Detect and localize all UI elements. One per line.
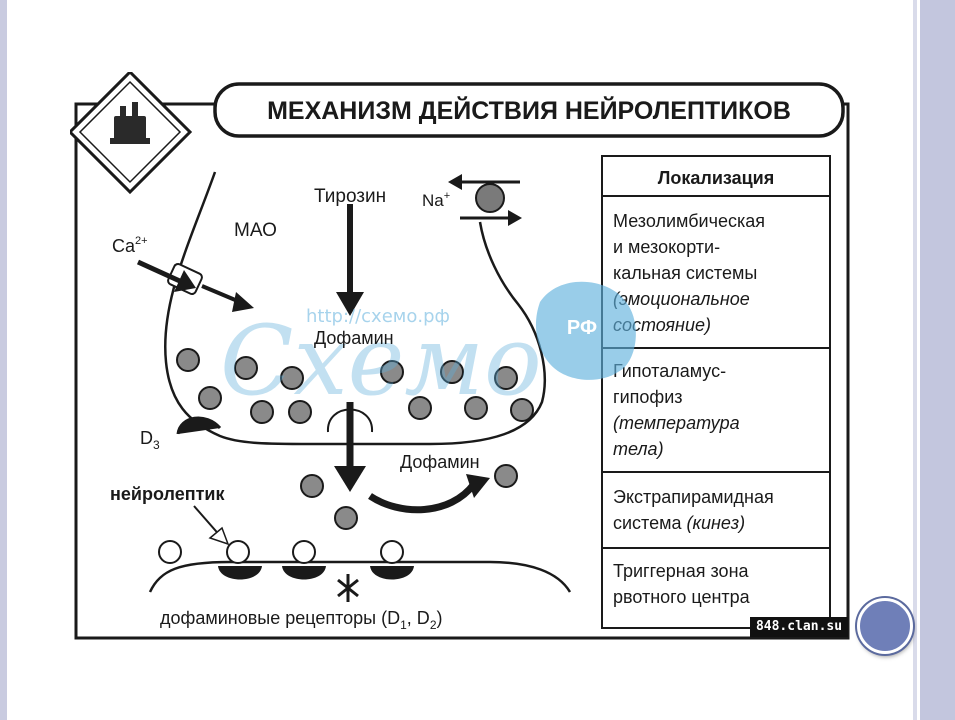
label-neuroleptic: нейролептик: [110, 484, 225, 504]
watermark-badge: РФ: [567, 317, 597, 339]
localization-row-4-line-1: Триггерная зона: [613, 561, 750, 581]
slide-border-right-inner: [913, 0, 917, 720]
neuroleptic-molecule-bound: [226, 540, 250, 564]
neuroleptic-molecule: [158, 540, 182, 564]
label-dopamine-mid: Дофамин: [400, 452, 480, 472]
cleft-dopamine: [300, 464, 518, 530]
neuroleptic-mechanism-diagram: МЕХАНИЗМ ДЕЙСТВИЯ НЕЙРОЛЕПТИКОВ Локализа…: [70, 72, 850, 640]
label-calcium-base: Ca: [112, 236, 136, 256]
label-calcium: Ca2+: [112, 235, 148, 256]
label-receptors-prefix: дофаминовые рецепторы (D: [160, 608, 400, 628]
label-mao: МАО: [234, 220, 277, 241]
exocytosis-vesicle: [326, 408, 374, 433]
label-sodium-sup: +: [444, 190, 450, 202]
vesicle: [494, 366, 518, 390]
slide-border-left: [0, 0, 7, 720]
localization-row-2-line-2: гипофиз: [613, 387, 683, 407]
presynaptic-membrane: [164, 171, 546, 446]
vesicle: [408, 396, 432, 420]
watermark-url: http://схемо.рф: [306, 306, 450, 327]
dopamine-molecule: [334, 506, 358, 530]
diagram-title: МЕХАНИЗМ ДЕЙСТВИЯ НЕЙРОЛЕПТИКОВ: [267, 95, 791, 125]
dopamine-molecule: [494, 464, 518, 488]
label-d3-sub: 3: [153, 438, 160, 452]
label-d3: D3: [140, 428, 160, 452]
postsynaptic-membrane: [148, 560, 572, 593]
localization-row-1-italic-2: состояние): [613, 315, 711, 335]
slide-nav-circle[interactable]: [857, 598, 913, 654]
localization-row-3-line-1: Экстрапирамидная: [613, 487, 774, 507]
release-arrow-head: [334, 466, 366, 492]
title-banner: МЕХАНИЗМ ДЕЙСТВИЯ НЕЙРОЛЕПТИКОВ: [213, 82, 845, 138]
logo-emblem-icon: [110, 102, 150, 144]
sodium-arrow-in-head: [508, 210, 522, 226]
label-receptors: дофаминовые рецепторы (D1, D2): [160, 608, 443, 632]
vesicle: [250, 400, 274, 424]
localization-row-1-line-2: и мезокорти-: [613, 237, 720, 257]
localization-table: Локализация Мезолимбическая и мезокорти-…: [601, 155, 831, 629]
label-sodium: Na+: [422, 190, 450, 210]
localization-row-4-line-2: рвотного центра: [613, 587, 751, 607]
dopamine-vesicles: [176, 348, 534, 424]
vesicle: [280, 366, 304, 390]
calcium-arrow-terminal: [201, 284, 241, 304]
vesicle: [176, 348, 200, 372]
localization-row-1-line-3: кальная системы: [613, 263, 757, 283]
tyrosine-arrow-head: [336, 292, 364, 316]
neuroleptic-arrow-head: [208, 526, 230, 546]
label-receptors-mid: , D: [407, 608, 430, 628]
logo-diamond: [70, 72, 193, 195]
vesicle: [464, 396, 488, 420]
reuptake-arrow: [368, 481, 477, 514]
calcium-arrow-terminal-head: [232, 292, 254, 312]
localization-row-3-italic: (кинез): [687, 513, 746, 533]
vesicle: [380, 360, 404, 384]
localization-row-3-line-2: система (кинез): [613, 513, 745, 533]
localization-header: Локализация: [658, 168, 775, 188]
site-watermark: 848.clan.su: [750, 617, 848, 637]
vesicle: [510, 398, 534, 422]
localization-row-1-line-1: Мезолимбическая: [613, 211, 765, 231]
postsynaptic-receptors: [158, 505, 414, 602]
neuroleptic-molecule-bound: [380, 540, 404, 564]
label-receptors-sub1: 1: [400, 618, 407, 632]
vesicle: [198, 386, 222, 410]
sodium-arrow-out-head: [448, 174, 462, 190]
receptor-d3: [370, 566, 414, 580]
localization-row-1-italic-1: (эмоциональное: [613, 289, 750, 309]
vesicle: [288, 400, 312, 424]
watermark: Схемо http://схемо.рф РФ: [220, 281, 636, 417]
label-dopamine-top: Дофамин: [314, 328, 394, 348]
receptor-d1: [218, 566, 262, 580]
neuroleptic-molecule-bound: [292, 540, 316, 564]
dopamine-molecule: [300, 474, 324, 498]
localization-row-3-line-2-text: система: [613, 513, 687, 533]
watermark-brand: Схемо: [220, 305, 542, 417]
localization-row-2-italic-1: (температура: [613, 413, 740, 433]
calcium-arrow-in-head: [174, 270, 196, 292]
watermark-splash: [535, 281, 636, 380]
blocked-signal-icon: [337, 574, 359, 602]
receptor-d2: [282, 566, 326, 580]
label-tyrosine: Тирозин: [314, 186, 386, 207]
label-sodium-base: Na: [422, 191, 444, 210]
label-receptors-suffix: ): [437, 608, 443, 628]
vesicle: [440, 360, 464, 384]
localization-row-2-line-1: Гипоталамус-: [613, 361, 726, 381]
label-calcium-sup: 2+: [135, 235, 148, 247]
d3-autoreceptor: [176, 416, 222, 435]
localization-row-2-italic-2: тела): [613, 439, 664, 459]
sodium-pump: [475, 183, 505, 213]
reuptake-arrow-head: [466, 474, 490, 498]
calcium-arrow-in: [136, 259, 184, 285]
label-receptors-sub2: 2: [430, 618, 437, 632]
slide-border-right: [920, 0, 955, 720]
vesicle: [234, 356, 258, 380]
label-d3-base: D: [140, 428, 153, 448]
